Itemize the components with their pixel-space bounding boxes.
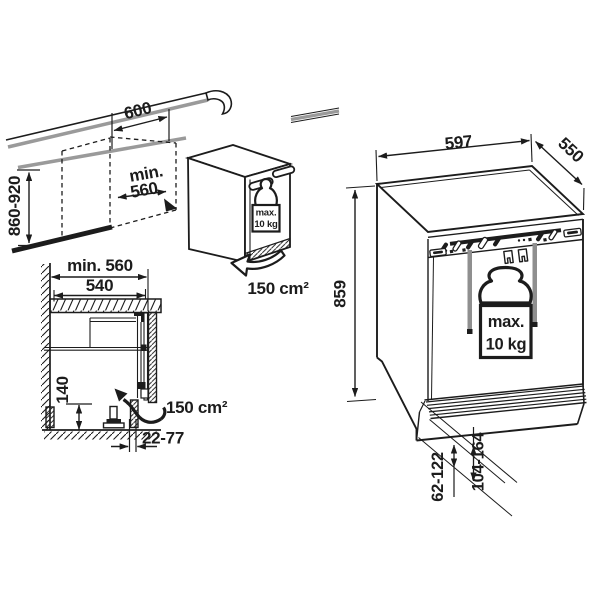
niche-depth-dim-label-2: 560 [129, 178, 159, 201]
weight-kg-label: 10 kg [254, 219, 278, 230]
floor-edge-line [11, 224, 113, 254]
mounting-rail [429, 227, 582, 265]
section-plinth-gap-label: 22-77 [142, 429, 184, 448]
niche-width-dimension: 600 [111, 98, 170, 149]
weight-max-label: max. [256, 208, 277, 219]
cross-section-view: min. 560 540 [41, 256, 228, 452]
niche-corner-wedge [164, 198, 177, 212]
front-width-dimension: 597 [378, 132, 530, 159]
mounting-rod [467, 250, 472, 332]
mounting-rail-bottom-edge [427, 238, 584, 259]
section-niche-depth-label: min. 560 [67, 256, 133, 275]
ventilation-grille [415, 383, 587, 441]
appliance-top-face [374, 165, 586, 233]
worktop-curl [205, 90, 233, 116]
niche-width-dim-label: 600 [122, 98, 153, 123]
decor-door-panel [147, 311, 158, 404]
airflow-arrow-icon [114, 388, 167, 424]
hanging-bracket [503, 249, 514, 265]
cabinet-left-face [187, 156, 246, 264]
section-counter-depth-label: 540 [86, 276, 113, 295]
section-niche-depth-dimension: min. 560 [51, 256, 149, 311]
plinth-dimensions: 62-122 104-164 [418, 401, 518, 517]
front-height-label: 859 [331, 280, 350, 307]
appliance-front-isometric-view: 597 550 859 [331, 132, 587, 517]
mid-bracket [141, 344, 147, 351]
plinth-dim-large-label: 104-164 [470, 432, 488, 492]
appliance-cabinet-small: max. 10 kg [184, 144, 296, 264]
appliance-section [44, 311, 158, 429]
niche-vent-area-label: 150 cm² [247, 279, 309, 298]
floor-hatch [44, 431, 158, 440]
plinth-dim-small-label: 62-122 [429, 452, 447, 502]
adjustable-foot [102, 405, 125, 429]
weight-icon: max. 10 kg [251, 177, 281, 233]
section-counter-depth-dimension: 540 [53, 276, 147, 302]
niche-depth-dimension: min. 560 [117, 161, 177, 212]
mounting-rod [532, 243, 537, 325]
weight-max-label: max. [488, 313, 524, 331]
countertop-slab [49, 298, 162, 314]
ventilation-arrow-icon [230, 249, 286, 277]
niche-cavity-dashed-box [61, 136, 177, 241]
worktop-band [5, 90, 340, 170]
hanging-bracket [517, 248, 529, 263]
weight-icon: max. 10 kg [478, 265, 533, 360]
section-vent-area-label: 150 cm² [166, 398, 228, 417]
section-vent-height-dimension: 140 [53, 376, 92, 430]
section-vent-height-label: 140 [53, 376, 72, 403]
front-width-label: 597 [444, 132, 473, 154]
bottom-bracket [137, 382, 146, 389]
niche-isometric-view: 600 min. 560 860-920 [5, 90, 340, 298]
baseboard-block [45, 406, 55, 429]
section-plinth-gap-dimension: 22-77 [111, 419, 184, 452]
niche-height-dimension: 860-920 [5, 169, 113, 254]
top-mounting-bracket [134, 312, 145, 316]
weight-kg-label: 10 kg [486, 336, 527, 354]
niche-height-dim-label: 860-920 [5, 176, 24, 236]
front-height-dimension: 859 [331, 189, 359, 397]
door-mounting-handle [271, 165, 296, 179]
front-depth-label: 550 [554, 134, 587, 167]
